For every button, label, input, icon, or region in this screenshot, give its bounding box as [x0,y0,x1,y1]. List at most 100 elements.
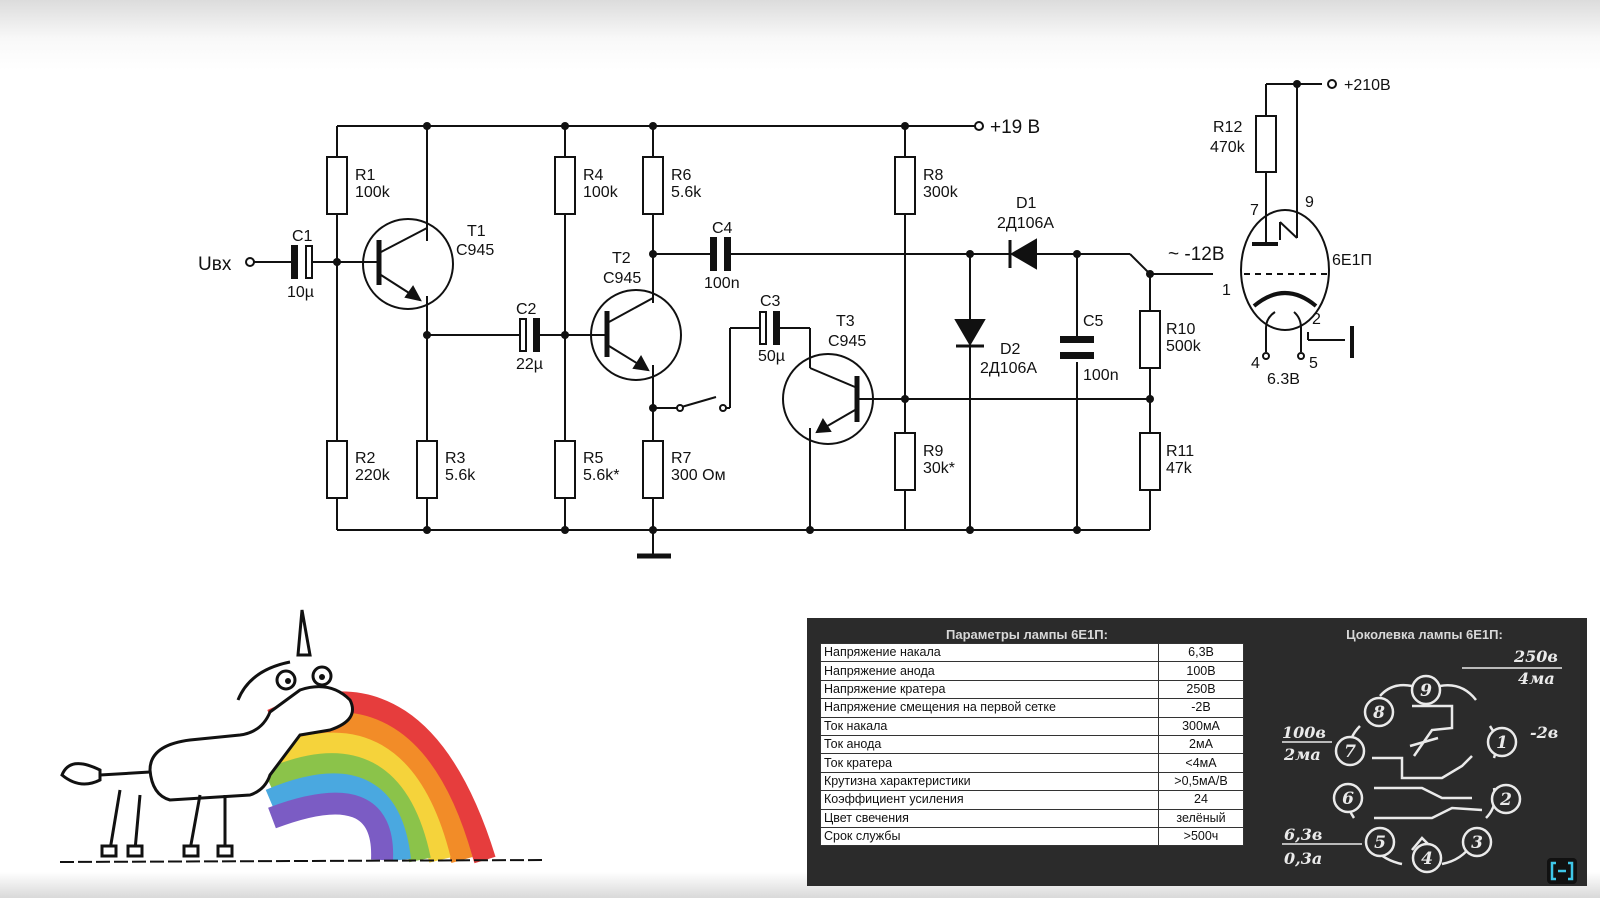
param-value: >0,5мА/В [1158,771,1244,792]
pinout-pin-6-label: 6 [1342,789,1354,809]
r6-ref: R6 [671,167,692,184]
r9-value: 30k* [923,460,955,477]
d2-value: 2Д106А [980,360,1037,377]
capacitor-c5 [1060,336,1094,359]
r10-value: 500k [1166,338,1202,355]
supply-19v-label: +19 В [990,117,1040,138]
resistor-r12 [1255,115,1277,173]
tube-pin-4: 4 [1251,355,1260,372]
tube-pin-1: 1 [1222,282,1231,299]
c1-ref: C1 [292,228,313,245]
pinout-pin-4-label: 4 [1421,849,1433,869]
r12-ref: R12 [1213,119,1242,136]
pinout-pin-2-label: 2 [1499,790,1512,810]
param-value: зелёный [1158,808,1244,828]
tube-pin-5: 5 [1309,355,1318,372]
r7-ref: R7 [671,450,692,467]
pinout-pin-1 [1486,726,1518,758]
param-value: 300мА [1158,716,1244,736]
param-name: Крутизна характеристики [820,771,1159,792]
r2-value: 220k [355,467,391,484]
r2-ref: R2 [355,450,376,467]
t3-ref: T3 [836,313,855,330]
resistor-r5 [554,440,576,499]
pinout-pin-2 [1490,783,1522,815]
pinout-ann-100v: 100в [1282,723,1326,742]
r4-value: 100k [583,184,619,201]
tube-filament-voltage: 6.3В [1267,371,1300,388]
capacitor-c1 [291,245,313,279]
pinout-ann-4ma: 4ма [1518,669,1555,688]
params-row: Ток кратера<4мА [820,753,1244,773]
param-name: Ток анода [820,734,1159,755]
resistor-r2 [326,440,348,499]
t2-value: C945 [603,270,641,287]
r11-ref: R11 [1166,443,1194,460]
param-value: >500ч [1158,826,1244,847]
t2-ref: T2 [612,250,631,267]
t3-value: C945 [828,333,866,350]
param-value: <4мА [1158,753,1244,773]
pinout-pin-3-label: 3 [1471,833,1483,853]
pinout-ann-6-3v: 6,3в [1284,825,1322,844]
params-row: Напряжение смещения на первой сетке-2В [820,698,1244,718]
param-value: 2мА [1158,734,1244,755]
pinout-ann-2ma: 2ма [1283,745,1321,764]
pinout-pin-5-label: 5 [1374,833,1386,853]
top-shade [0,0,1600,70]
r4-ref: R4 [583,167,604,184]
c4-ref: C4 [712,220,733,237]
resistor-r6 [642,156,664,215]
param-value: 24 [1158,790,1244,810]
param-value: 250В [1158,679,1244,700]
diode-d1 [1008,238,1037,270]
params-row: Срок службы>500ч [820,826,1244,847]
vacuum-tube-6e1p [1240,209,1330,331]
pinout-ann-0-3a: 0,3а [1284,849,1322,868]
param-name: Напряжение накала [820,642,1159,663]
capacitor-c2 [519,318,540,352]
supply-210v-label: +210В [1344,77,1391,94]
param-name: Напряжение анода [820,661,1159,681]
c5-value: 100n [1083,367,1119,384]
param-name: Напряжение смещения на первой сетке [820,698,1159,718]
tube-ref: 6Е1П [1332,252,1372,269]
tube-pin-7: 7 [1250,202,1259,219]
d1-ref: D1 [1016,195,1037,212]
r6-value: 5.6k [671,184,702,201]
param-value: 6,3В [1158,642,1244,663]
param-name: Ток кратера [820,753,1159,773]
param-name: Цвет свечения [820,808,1159,828]
transistor-t1 [362,218,454,310]
diode-d2 [954,319,986,348]
pinout-pin-7-label: 7 [1344,742,1356,762]
t1-value: C945 [456,242,494,259]
resistor-r10 [1139,310,1161,369]
resistor-r9 [894,432,916,491]
resistor-r7 [642,440,664,499]
c2-ref: C2 [516,301,537,318]
pinout-pin-8 [1363,696,1395,728]
r8-ref: R8 [923,167,944,184]
pinout-pin-1-label: 1 [1496,733,1508,753]
r3-value: 5.6k [445,467,476,484]
c2-value: 22µ [516,356,543,373]
r8-value: 300k [923,184,959,201]
d2-ref: D2 [1000,341,1021,358]
param-value: 100В [1158,661,1244,681]
unicorn-rainbow-illustration [59,609,546,864]
capacitor-c3 [759,311,780,345]
t1-ref: T1 [467,223,486,240]
c4-value: 100n [704,275,740,292]
pinout-pin-3 [1461,826,1493,858]
d1-value: 2Д106А [997,215,1054,232]
r5-value: 5.6k* [583,467,619,484]
c5-ref: C5 [1083,313,1104,330]
